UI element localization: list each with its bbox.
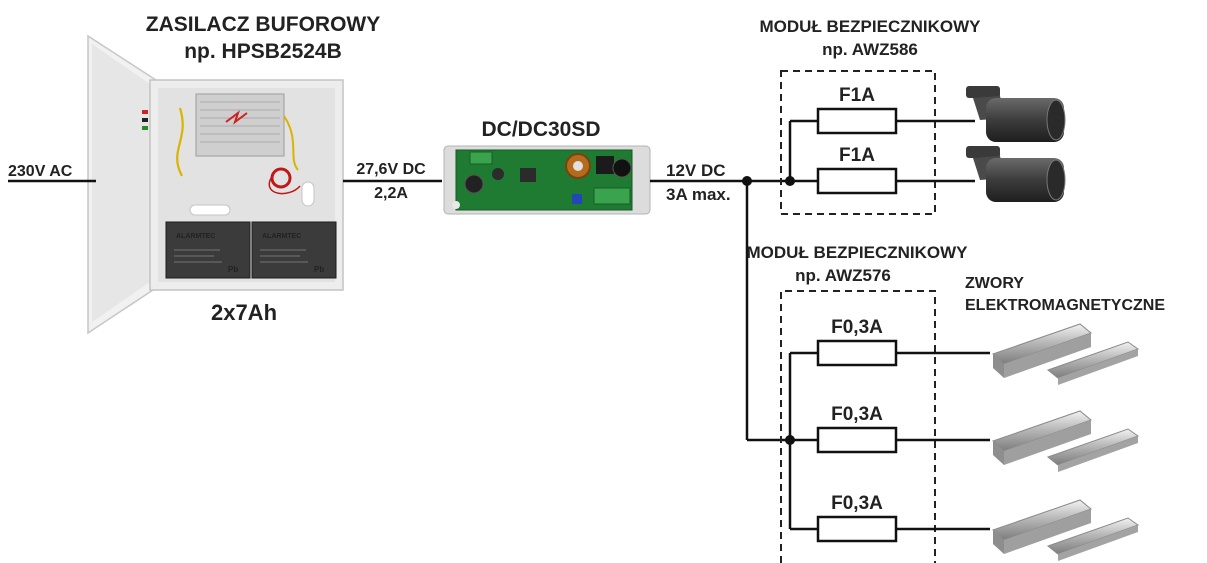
locks-title: ZWORY [965,275,1024,292]
bottom-fuse-3-label: F0,3A [831,493,883,514]
top-module-model: np. AWZ586 [822,40,918,59]
psu-enclosure: ALARMTEC ALARMTEC Pb Pb [87,34,344,335]
converter-output-voltage: 12V DC [666,161,726,180]
bottom-module-title: MODUŁ BEZPIECZNIKOWY [747,243,969,262]
psu-output-current: 2,2A [374,185,408,202]
top-module-frame [780,70,936,215]
camera-2-image [966,146,1066,202]
mains-input-label: 230V AC [8,163,73,180]
bottom-fuse-2-label: F0,3A [831,404,883,425]
psu-title: ZASILACZ BUFOROWY [146,13,380,36]
psu-output-voltage: 27,6V DC [356,161,426,178]
locks-subtitle: ELEKTROMAGNETYCZNE [965,297,1165,314]
top-fuse-2-label: F1A [839,145,875,166]
top-fuse-1-label: F1A [839,85,875,106]
psu-model: np. HPSB2524B [184,40,342,63]
bottom-module-model: np. AWZ576 [795,266,891,285]
top-module-title: MODUŁ BEZPIECZNIKOWY [760,17,982,36]
battery-mark-right: Pb [314,265,324,274]
converter-board [443,145,651,215]
battery-mark-left: Pb [228,265,238,274]
battery-brand-left: ALARMTEC [176,233,215,240]
bottom-fuse-3 [816,515,898,543]
bottom-module-frame [780,290,936,563]
maglock-3-image [992,499,1140,561]
top-fuse-2 [816,167,898,195]
bottom-fuse-2 [816,426,898,454]
maglock-1-image [992,323,1140,385]
bottom-fuse-1-label: F0,3A [831,317,883,338]
battery-brand-right: ALARMTEC [262,233,301,240]
battery-capacity-label: 2x7Ah [211,300,277,325]
bottom-fuse-1 [816,339,898,367]
converter-title: DC/DC30SD [481,118,600,141]
converter-output-current: 3A max. [666,185,731,204]
camera-1-image [966,86,1066,142]
maglock-2-image [992,410,1140,472]
top-fuse-1 [816,107,898,135]
